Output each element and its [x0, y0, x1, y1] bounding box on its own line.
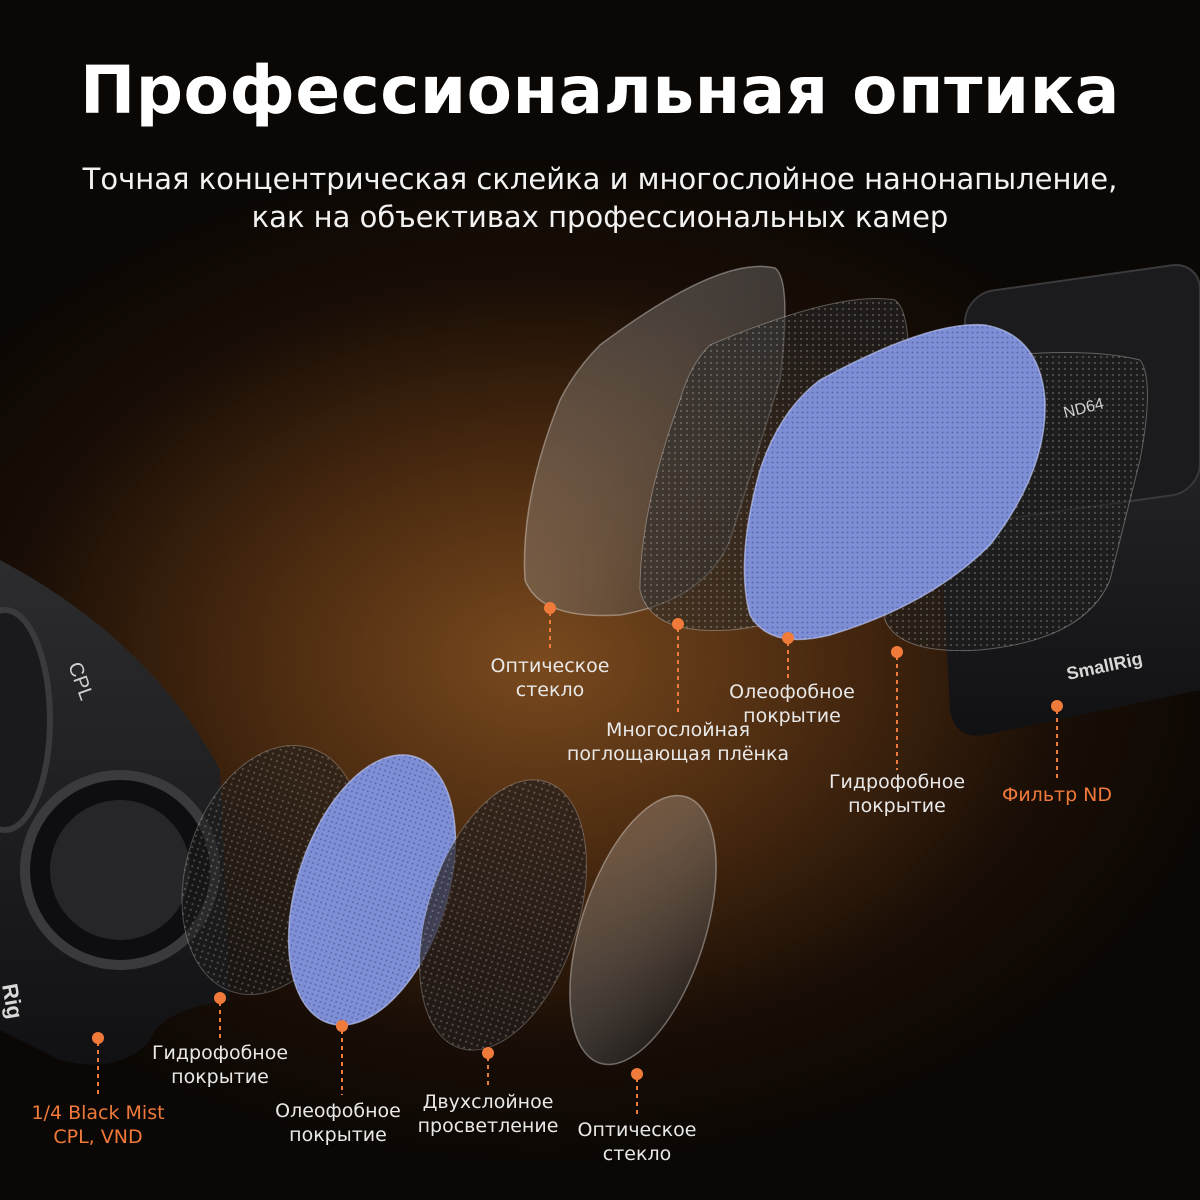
marker-dot	[1051, 700, 1063, 712]
bottom-layer-optical-glass	[569, 794, 717, 1066]
top-layer-oleophobic	[743, 323, 1046, 641]
subtitle-line-2: как на объективах профессиональных камер	[251, 200, 949, 234]
label-top-oleophobic: Олеофобное покрытие	[729, 681, 855, 727]
label-top-absorbing-film: Многослойная поглощающая плёнка	[566, 719, 790, 765]
marker-dot	[482, 1047, 494, 1059]
label-bottom-optical-glass: Оптическое стекло	[577, 1119, 697, 1165]
marker-dot	[92, 1032, 104, 1044]
marker-dot	[214, 992, 226, 1004]
callouts-bottom	[97, 1002, 638, 1115]
cpl-brand-fragment: Rig	[0, 982, 28, 1021]
label-top-hydrophobic: Гидрофобное покрытие	[828, 771, 966, 817]
marker-dot	[544, 602, 556, 614]
marker-dot	[336, 1020, 348, 1032]
label-bottom-hydrophobic: Гидрофобное покрытие	[151, 1042, 289, 1088]
subtitle-line-1: Точная концентрическая склейка и многосл…	[82, 162, 1118, 196]
label-top-optical-glass: Оптическое стекло	[490, 655, 610, 701]
callouts-top	[549, 612, 1058, 782]
page-subtitle: Точная концентрическая склейка и многосл…	[0, 160, 1200, 236]
marker-dot	[782, 632, 794, 644]
page-title: Профессиональная оптика	[80, 52, 1120, 129]
label-bottom-oleophobic: Олеофобное покрытие	[275, 1100, 401, 1146]
marker-dot	[631, 1068, 643, 1080]
label-top-nd-filter: Фильтр ND	[1001, 784, 1113, 806]
label-bottom-filter-types: 1/4 Black Mist CPL, VND	[31, 1102, 165, 1148]
cpl-filter-housing: CPL Rig	[0, 560, 230, 1065]
label-bottom-antireflection: Двухслойное просветление	[417, 1091, 559, 1137]
marker-dot	[672, 618, 684, 630]
marker-dot	[891, 646, 903, 658]
